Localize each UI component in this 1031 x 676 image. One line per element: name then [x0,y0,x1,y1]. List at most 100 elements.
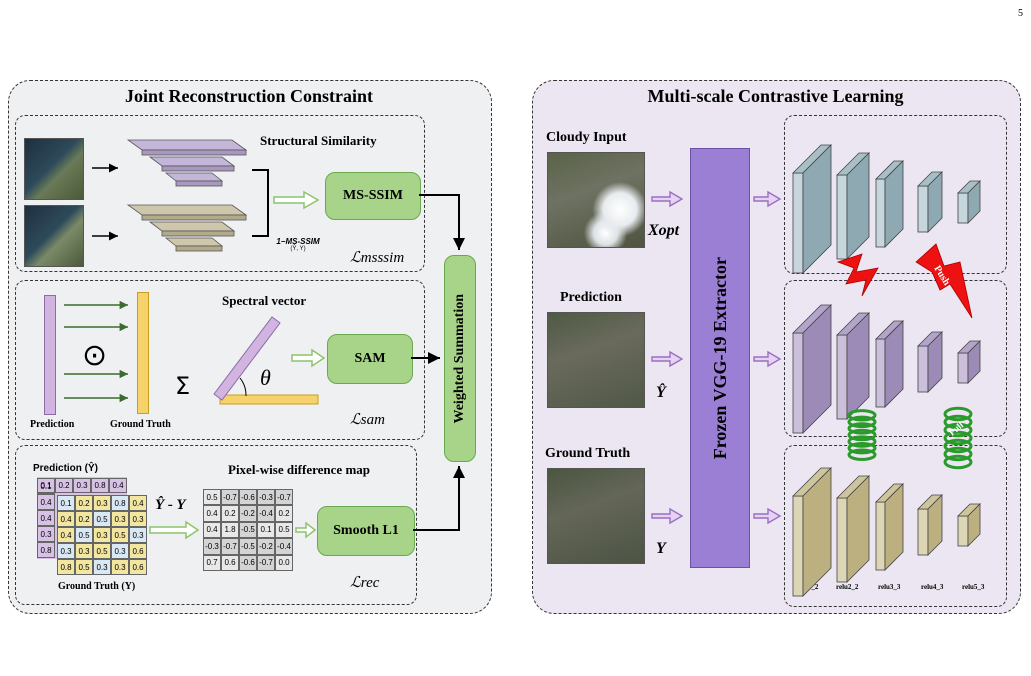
grid-cell: 0.3 [111,511,129,527]
x-opt-label: Xopt [648,222,679,240]
groundtruth-feature-cube-5 [957,503,981,547]
grid-cell: -0.4 [257,505,275,522]
ssim-pyramid-prediction [126,139,248,187]
grid-cell: 0.3 [111,559,129,575]
groundtruth-feature-cube-4 [917,494,943,556]
hadamard-symbol: ⊙ [82,338,108,373]
ssim-pyramid-groundtruth [126,204,248,252]
grid-cell: 0.3 [129,511,147,527]
sam-pred-angle-vector [213,316,281,401]
vgg-extractor-box: Frozen VGG-19 Extractor [690,148,750,568]
grid-cell: 0.2 [275,505,293,522]
page-number: 5 [1018,8,1023,19]
ssim-input-image-1 [24,138,84,200]
grid-cell: 0.2 [75,511,93,527]
grid-cell: 0.5 [93,543,111,559]
grid-cell: 0.6 [221,554,239,571]
sam-title: Spectral vector [222,293,307,308]
cloudy-feature-cube-5 [957,180,981,224]
groundtruth-features-subpanel [784,445,1007,607]
cloudy-input-label: Cloudy Input [546,130,627,145]
grid-cell: -0.7 [257,554,275,571]
grid-cell: 0.4 [129,495,147,511]
grid-cell: 0.2 [221,505,239,522]
cloudy-feature-cube-2 [836,152,870,260]
grid-cell: -0.3 [257,489,275,506]
grid-cell: 0.3 [73,478,91,493]
sam-box: SAM [327,334,413,384]
grid-cell: -0.2 [239,505,257,522]
y-hat-label: Ŷ [656,384,666,401]
grid-cell: 0.8 [111,495,129,511]
grid-cell: -0.5 [239,538,257,555]
loss-rec: ℒrec [350,575,380,591]
grid-cell: -0.7 [221,538,239,555]
grid-cell: -0.5 [239,521,257,539]
l1-groundtruth-label: Ground Truth (Y) [58,581,136,592]
cloudy-feature-cube-1 [792,144,832,274]
ssim-subpanel [15,115,425,272]
cloudy-to-vgg-arrow [651,190,684,208]
pull-spring-1 [847,409,877,461]
l1-to-summation [413,466,465,531]
sigma-symbol: Σ [175,372,191,400]
groundtruth-image [547,468,645,564]
layer-label-2: relu2_2 [836,583,859,591]
grid-cell: 0.6 [129,543,147,559]
l1-prediction-label: Prediction (Ŷ) [33,463,99,474]
grid-cell: -0.2 [257,538,275,555]
grid-cell: -0.6 [239,554,257,571]
ms-ssim-box: MS-SSIM [325,172,421,220]
prediction-feature-cube-1 [792,304,832,434]
prediction-feature-cube-4 [917,331,943,393]
x-opt-text: Xopt [648,222,680,239]
left-panel-title: Joint Reconstruction Constraint [125,86,373,106]
ssim-formula: 1−MS-SSIM (Ŷ, Y) [268,237,328,252]
grid-cell: 0.4 [57,511,75,527]
ssim-hollow-arrow [273,190,320,210]
cloudy-feature-cube-4 [917,171,943,233]
sam-groundtruth-vector [137,292,149,414]
layer-label-5: relu5_3 [962,583,985,591]
grid-cell: 0.6 [129,559,147,575]
grid-cell: -0.7 [275,489,293,506]
ssim-formula-args: (Ŷ, Y) [290,246,306,252]
ssim-input-image-2 [24,205,84,267]
prediction-feature-cube-5 [957,340,981,384]
layer-label-4: relu4_3 [921,583,944,591]
groundtruth-label: Ground Truth [545,446,631,461]
vgg-to-cloudy-features-arrow [753,190,782,208]
cloudy-feature-cube-3 [875,160,904,248]
prediction-image [547,312,645,408]
grid-cell: 0.5 [75,559,93,575]
grid-cell: -0.3 [203,538,221,555]
grid-cell: 0.3 [111,543,129,559]
grid-cell: 0.2 [55,478,73,493]
pull-spring-2 [943,406,973,470]
grid-cell: 0.4 [37,510,55,526]
grid-cell: 0.3 [75,543,93,559]
grid-cell: 0.1 [257,521,275,539]
grid-cell: -0.7 [221,489,239,506]
weighted-summation-box: Weighted Summation [444,255,476,462]
grid-cell: 0.4 [203,521,221,539]
cloudy-input-image [547,152,645,248]
pred-to-vgg-arrow [651,350,684,368]
grid-cell: 1.8 [221,521,239,539]
sam-subpanel [15,280,425,440]
groundtruth-feature-cube-2 [836,475,870,583]
push-bolt-1 [836,253,879,297]
grid-cell: 0.5 [275,521,293,539]
grid-cell: 0.8 [91,478,109,493]
ssim-formula-main: 1−MS-SSIM [276,237,320,246]
l1-title: Pixel-wise difference map [228,462,370,477]
gt-to-vgg-arrow [651,507,684,525]
theta-symbol: θ [260,365,271,390]
grid-cell: 0.4 [57,527,75,543]
grid-cell: 0.5 [203,489,221,506]
prediction-feature-cube-3 [875,320,904,408]
